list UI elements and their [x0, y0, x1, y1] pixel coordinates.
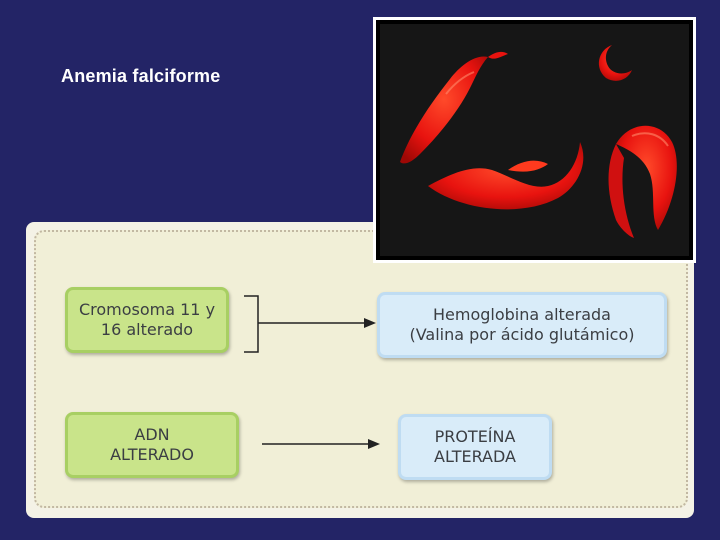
chromosome-box: Cromosoma 11 y 16 alterado [65, 287, 229, 353]
dna-box: ADN ALTERADO [65, 412, 239, 478]
hemoglobin-label-line1: Hemoglobina alterada [433, 305, 611, 324]
sickle-cells-illustration [400, 45, 677, 238]
diagram-panel: Cromosoma 11 y 16 alterado Hemoglobina a… [26, 222, 694, 518]
chromosome-label-line1: Cromosoma 11 y [78, 300, 216, 319]
sickle-cell-photo [373, 17, 696, 263]
bracket-arrow-top [244, 295, 376, 353]
chromosome-label-line2: 16 alterado [100, 320, 194, 339]
dna-label-line1: ADN [134, 425, 170, 444]
hemoglobin-label-line2: (Valina por ácido glutámico) [409, 325, 635, 344]
slide-title: Anemia falciforme [61, 66, 221, 86]
dna-label-line2: ALTERADO [110, 445, 194, 464]
protein-box: PROTEÍNA ALTERADA [398, 414, 552, 480]
protein-label-line1: PROTEÍNA [434, 427, 516, 446]
arrow-bottom [262, 439, 380, 449]
protein-label-line2: ALTERADA [434, 447, 516, 466]
hemoglobin-box: Hemoglobina alterada (Valina por ácido g… [377, 292, 667, 358]
